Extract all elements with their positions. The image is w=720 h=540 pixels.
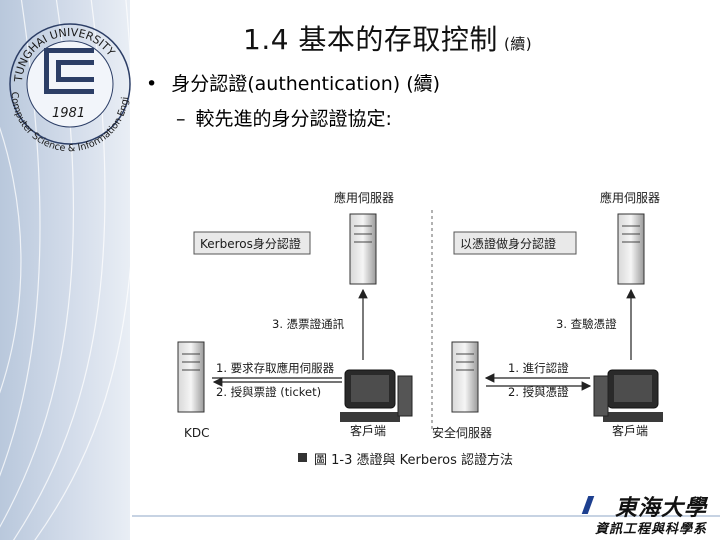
bullet-item-1: • 身分認證(authentication) (續) [146, 69, 440, 96]
bullet-item-2: –較先進的身分認證協定: [176, 104, 392, 131]
figure-caption: 圖 1-3 憑證與 Kerberos 認證方法 [314, 452, 513, 468]
page-title: 1.4 基本的存取控制 (續) [243, 18, 532, 58]
security-server-icon [451, 341, 479, 413]
department-brand: 東海大學 資訊工程與科學系 [575, 490, 715, 537]
kerberos-label: Kerberos身分認證 [200, 236, 301, 251]
bullet-text: 身分認證(authentication) (續) [171, 73, 441, 95]
step-right-1: 1. 進行認證 [508, 361, 569, 375]
caption-icon [298, 453, 307, 462]
step-right-2: 2. 授與憑證 [508, 385, 569, 399]
brand-department: 資訊工程與科學系 [594, 522, 707, 537]
bullet-marker: • [146, 73, 158, 95]
voucher-label: 以憑證做身分認證 [460, 236, 556, 251]
logo-year: 1981 [52, 106, 85, 121]
step-left-1: 1. 要求存取應用伺服器 [216, 361, 335, 375]
kerberos-diagram: 應用伺服器 應用伺服器 Kerberos身分認證 以憑證做身分認證 3. 憑票證… [177, 190, 663, 468]
app-server-left-icon [349, 213, 377, 285]
step-left-2: 2. 授與票證 (ticket) [216, 385, 321, 399]
title-main: 1.4 基本的存取控制 [243, 23, 498, 56]
sub-bullet-marker: – [176, 108, 186, 130]
step-left-3: 3. 憑票證通訊 [272, 317, 345, 331]
app-server-right-icon [617, 213, 645, 285]
kdc-server-icon [177, 341, 205, 413]
security-server-label: 安全伺服器 [432, 425, 492, 440]
kerberos-label-box [193, 231, 311, 255]
app-server-left-label: 應用伺服器 [334, 190, 394, 205]
client-computer-right-icon [593, 369, 663, 422]
kdc-label: KDC [184, 426, 210, 440]
app-server-right-label: 應用伺服器 [600, 190, 660, 205]
client-right-label: 客戶端 [612, 423, 648, 438]
university-logo: TUNGHAI UNIVERSITY Computer Science & In… [1, 0, 132, 156]
title-continued: (續) [503, 35, 533, 53]
client-left-label: 客戶端 [350, 423, 386, 438]
footer-divider [132, 515, 720, 517]
client-computer-left-icon [340, 369, 413, 422]
step-right-3: 3. 查驗憑證 [556, 317, 617, 331]
voucher-label-box [453, 231, 577, 255]
sub-bullet-text: 較先進的身分認證協定: [195, 108, 392, 130]
brand-university: 東海大學 [614, 495, 707, 521]
brand-mark-icon [581, 496, 595, 514]
